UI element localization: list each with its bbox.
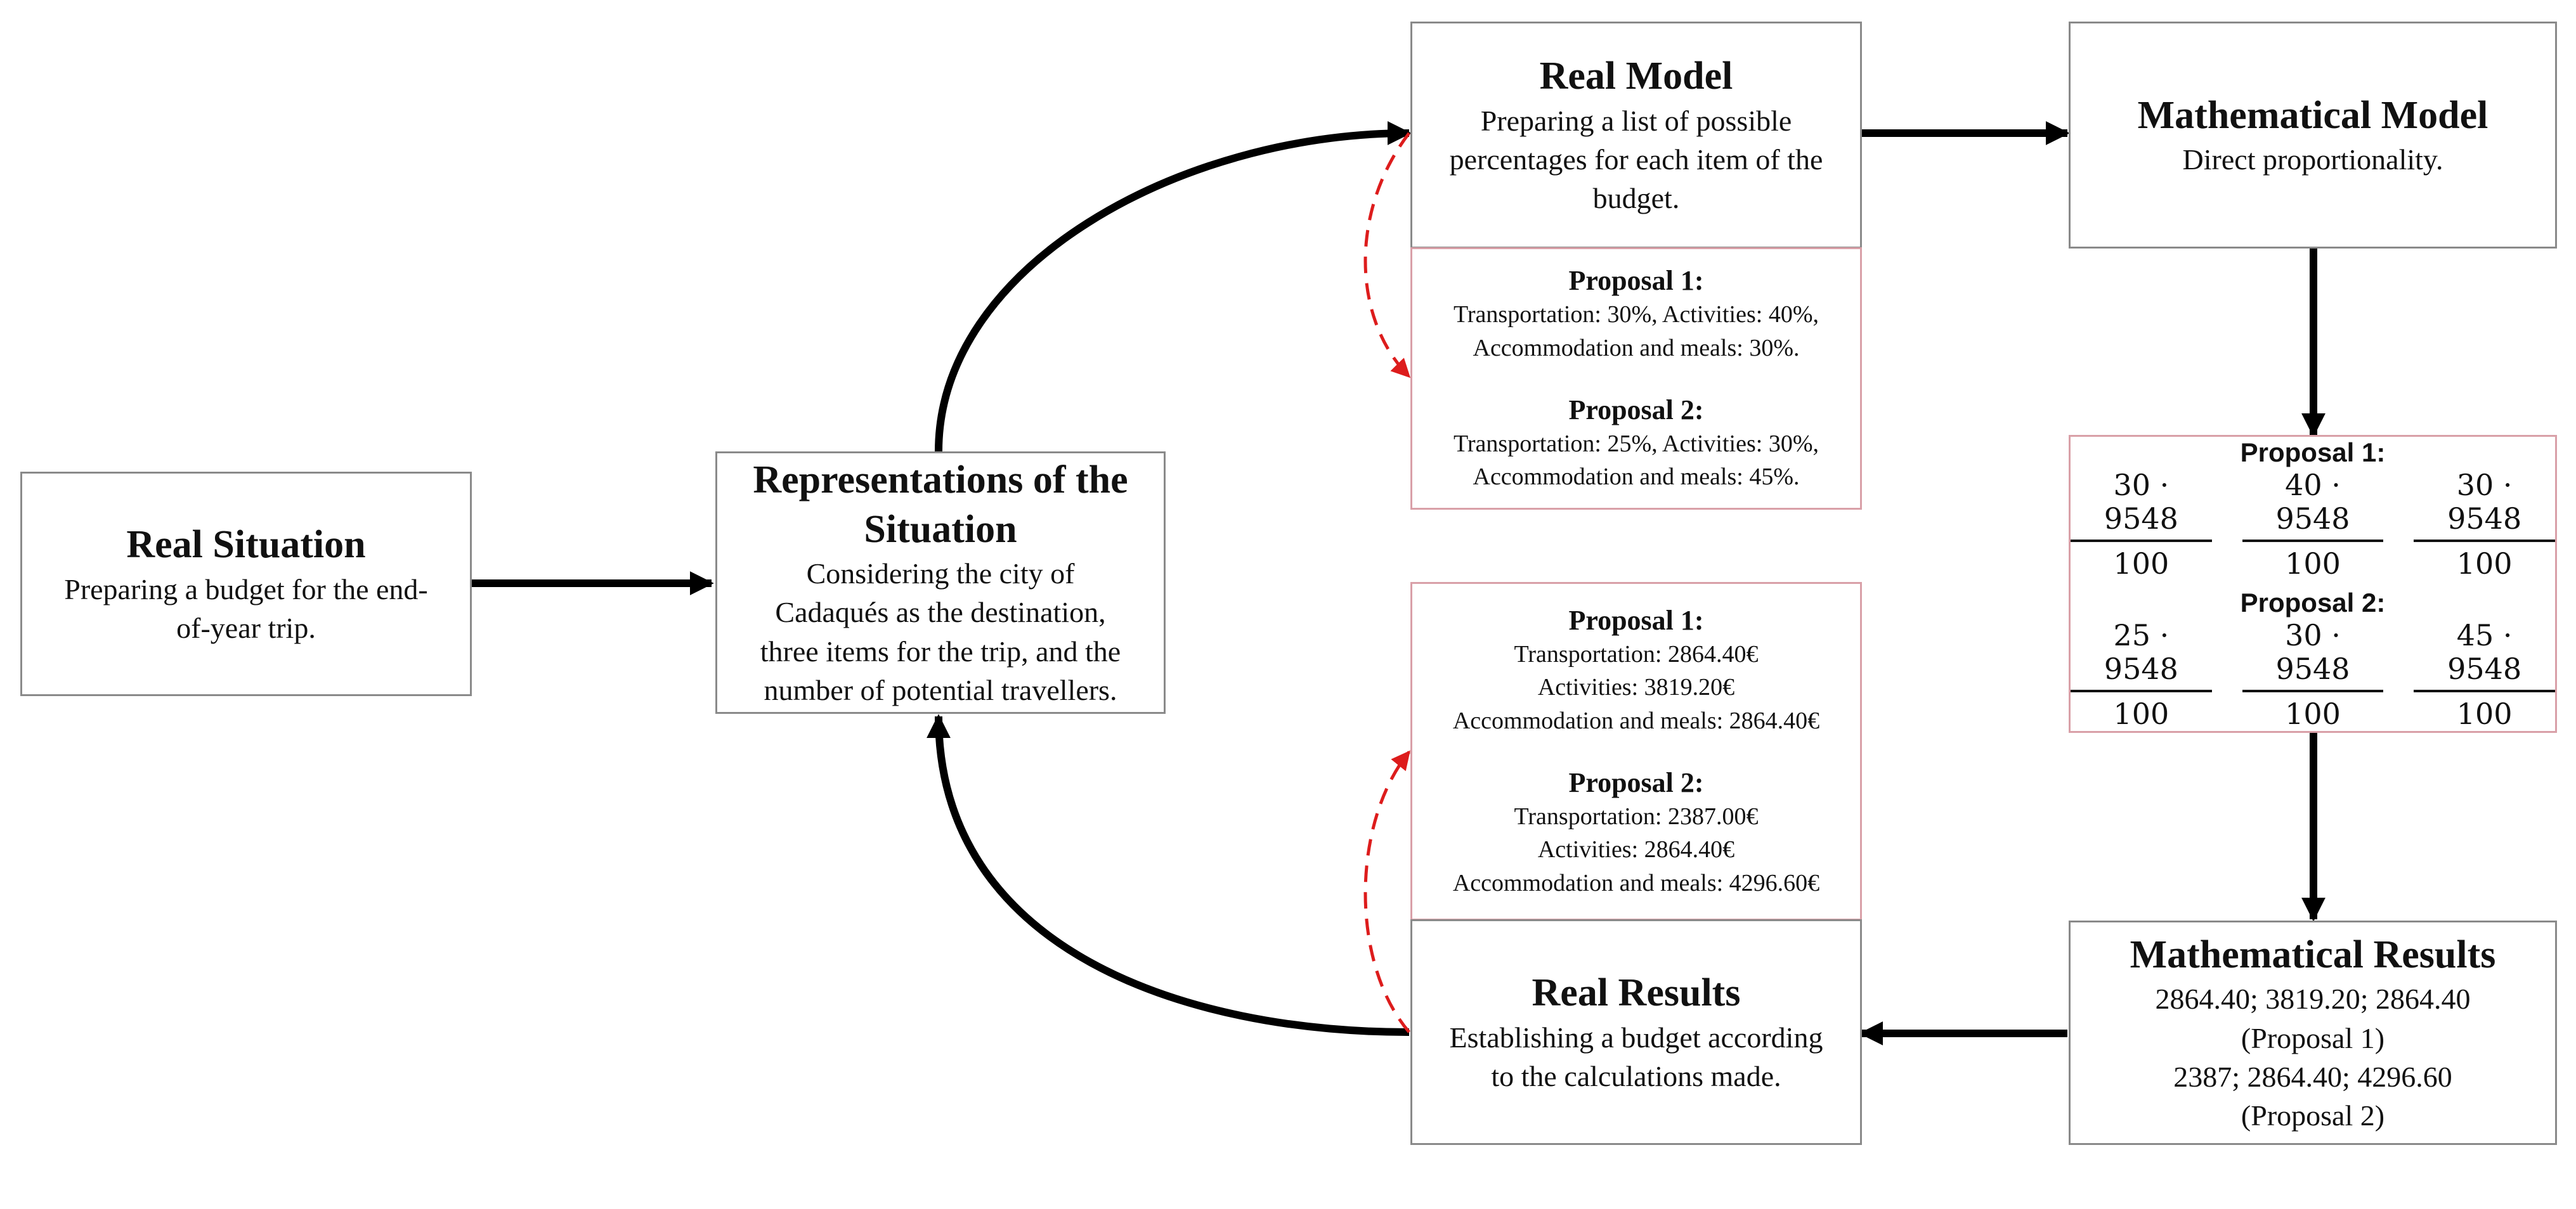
calc-proposal1-title: Proposal 1: <box>2240 437 2386 467</box>
fraction-numerator: 30 · 9548 <box>2414 469 2556 543</box>
real-situation-box: Real Situation Preparing a budget for th… <box>20 472 472 696</box>
real-model-proposal1-title: Proposal 1: <box>1568 265 1704 297</box>
real-situation-title: Real Situation <box>126 523 366 567</box>
real-results-title: Real Results <box>1532 971 1741 1015</box>
results-proposal2-line3: Accommodation and meals: 4296.60€ <box>1452 869 1820 896</box>
real-model-proposal2-title: Proposal 2: <box>1568 394 1704 425</box>
real-situation-text-line2: of-year trip. <box>176 611 316 644</box>
fraction-denominator: 100 <box>2285 697 2341 732</box>
math-model-title: Mathematical Model <box>2137 93 2488 137</box>
real-results-text-line1: Establishing a budget according <box>1449 1021 1823 1054</box>
math-calculations-box: Proposal 1: 30 · 9548 100 40 · 9548 100 … <box>2069 435 2557 733</box>
math-results-title: Mathematical Results <box>2130 933 2496 976</box>
fraction: 30 · 9548 100 <box>2071 469 2212 581</box>
fraction: 40 · 9548 100 <box>2242 469 2384 581</box>
real-results-text-line2: to the calculations made. <box>1491 1059 1781 1092</box>
fraction: 45 · 9548 100 <box>2414 619 2556 732</box>
math-results-line4: (Proposal 2) <box>2241 1099 2385 1132</box>
fraction-numerator: 30 · 9548 <box>2242 619 2384 693</box>
math-results-line1: 2864.40; 3819.20; 2864.40 <box>2155 983 2471 1016</box>
math-results-line2: (Proposal 1) <box>2241 1021 2385 1054</box>
representations-title-line2: Situation <box>864 507 1017 551</box>
real-results-box: Real Results Establishing a budget accor… <box>1410 919 1862 1145</box>
real-model-proposal1-line1: Transportation: 30%, Activities: 40%, <box>1454 301 1819 328</box>
fraction-numerator: 30 · 9548 <box>2071 469 2212 543</box>
fraction-numerator: 45 · 9548 <box>2414 619 2556 693</box>
fraction-numerator: 40 · 9548 <box>2242 469 2384 543</box>
results-proposal1-line3: Accommodation and meals: 2864.40€ <box>1452 707 1820 734</box>
results-proposal2-line1: Transportation: 2387.00€ <box>1514 803 1759 830</box>
representations-title-line1: Representations of the <box>753 458 1128 502</box>
fraction-denominator: 100 <box>2456 546 2513 581</box>
dashed-arrow-real-results-to-proposals <box>1363 750 1410 1033</box>
calc-proposal1-fractions: 30 · 9548 100 40 · 9548 100 30 · 9548 10… <box>2071 469 2556 581</box>
fraction: 25 · 9548 100 <box>2071 619 2212 731</box>
real-model-proposal2-line2: Accommodation and meals: 45%. <box>1473 463 1800 491</box>
results-proposal1-line1: Transportation: 2864.40€ <box>1514 640 1759 668</box>
real-model-text-line2: percentages for each item of the <box>1449 143 1823 176</box>
real-model-text-line1: Preparing a list of possible <box>1480 104 1792 137</box>
math-model-text: Direct proportionality. <box>2182 143 2443 176</box>
representations-text-line2: Cadaqués as the destination, <box>775 596 1106 629</box>
fraction-denominator: 100 <box>2285 546 2341 581</box>
real-model-proposal1-line2: Accommodation and meals: 30%. <box>1473 334 1800 361</box>
real-model-title: Real Model <box>1539 55 1733 98</box>
dashed-arrow-real-model-to-proposals <box>1363 132 1411 378</box>
results-proposals-box: Proposal 1: Transportation: 2864.40€ Act… <box>1410 582 1862 921</box>
real-model-proposal2-line1: Transportation: 25%, Activities: 30%, <box>1454 430 1819 457</box>
math-results-line3: 2387; 2864.40; 4296.60 <box>2173 1060 2452 1093</box>
calc-proposal2-title: Proposal 2: <box>2240 587 2386 617</box>
results-proposal2-title: Proposal 2: <box>1568 767 1704 798</box>
arrow-real-results-to-representations <box>927 714 1410 1036</box>
fraction-denominator: 100 <box>2456 697 2513 732</box>
math-model-box: Mathematical Model Direct proportionalit… <box>2069 22 2557 249</box>
real-situation-text-line1: Preparing a budget for the end- <box>64 572 428 605</box>
calc-proposal2-fractions: 25 · 9548 100 30 · 9548 100 45 · 9548 10… <box>2071 619 2556 732</box>
real-model-proposals-box: Proposal 1: Transportation: 30%, Activit… <box>1410 247 1862 510</box>
fraction: 30 · 9548 100 <box>2414 469 2556 581</box>
results-proposal1-title: Proposal 1: <box>1568 604 1704 636</box>
real-model-text-line3: budget. <box>1592 182 1680 215</box>
fraction-denominator: 100 <box>2113 697 2169 732</box>
representations-box: Representations of the Situation Conside… <box>715 451 1166 714</box>
arrow-representations-to-real-model <box>935 121 1412 452</box>
representations-text-line1: Considering the city of <box>806 557 1075 590</box>
fraction: 30 · 9548 100 <box>2242 619 2384 731</box>
fraction-denominator: 100 <box>2113 546 2169 581</box>
representations-text-line4: number of potential travellers. <box>764 673 1117 706</box>
results-proposal1-line2: Activities: 3819.20€ <box>1537 674 1735 701</box>
representations-text-line3: three items for the trip, and the <box>760 635 1121 668</box>
math-results-box: Mathematical Results 2864.40; 3819.20; 2… <box>2069 921 2557 1145</box>
real-model-box: Real Model Preparing a list of possible … <box>1410 22 1862 249</box>
results-proposal2-line2: Activities: 2864.40€ <box>1537 836 1735 863</box>
fraction-numerator: 25 · 9548 <box>2071 619 2212 693</box>
